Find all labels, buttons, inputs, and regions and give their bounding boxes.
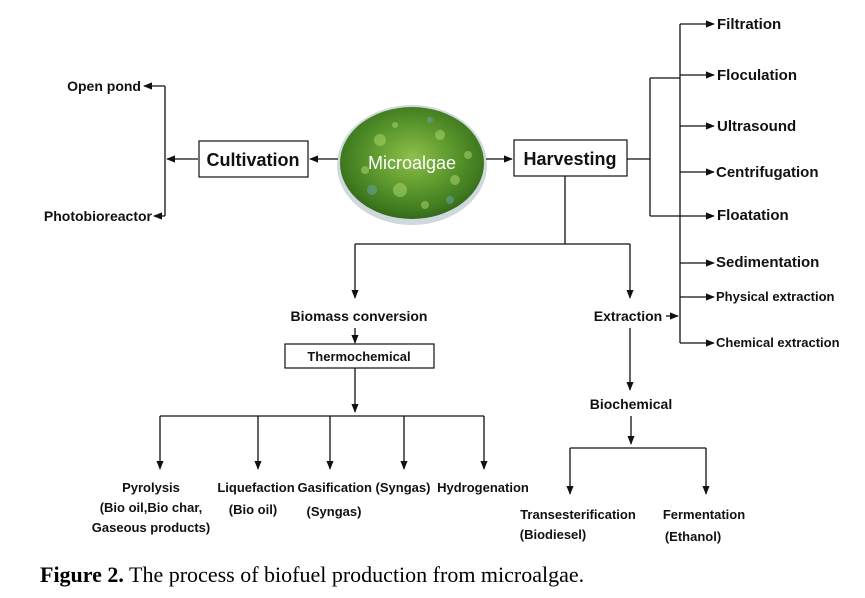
figure-caption: Figure 2. The process of biofuel product… (40, 562, 584, 587)
hydrogenation-label: Hydrogenation (437, 480, 529, 495)
open-pond-label: Open pond (67, 78, 141, 94)
harvesting-box (513, 139, 628, 177)
method-centrifugation: Centrifugation (716, 164, 819, 181)
method-chemical-extraction: Chemical extraction (716, 335, 840, 350)
fermentation-detail: (Ethanol) (665, 529, 721, 544)
gasification-detail: (Syngas) (307, 504, 362, 519)
method-sedimentation: Sedimentation (716, 254, 819, 271)
pyrolysis-detail-2: Gaseous products) (92, 520, 210, 535)
pyrolysis-detail-1: (Bio oil,Bio char, (100, 500, 203, 515)
method-ultrasound: Ultrasound (717, 118, 796, 135)
biochemical-label: Biochemical (590, 396, 672, 412)
method-physical-extraction: Physical extraction (716, 289, 835, 304)
method-floculation: Floculation (717, 67, 797, 84)
caption-label: Figure 2. (40, 562, 124, 587)
cultivation-label: Cultivation (207, 150, 300, 170)
liquefaction-label: Liquefaction (217, 480, 294, 495)
biomass-conversion-label: Biomass conversion (291, 308, 428, 324)
thermochemical-label: Thermochemical (307, 349, 410, 364)
method-floatation: Floatation (717, 207, 789, 224)
gasification-label: Gasification (Syngas) (298, 480, 431, 495)
microalgae-node: Microalgae (337, 105, 487, 225)
pyrolysis-label: Pyrolysis (122, 480, 180, 495)
transesterification-detail: (Biodiesel) (520, 527, 586, 542)
method-filtration: Filtration (717, 16, 781, 33)
fermentation-label: Fermentation (663, 507, 745, 522)
photobioreactor-label: Photobioreactor (44, 208, 153, 224)
microalgae-image (340, 107, 484, 219)
thermochemical-box (284, 343, 435, 369)
microalgae-label: Microalgae (368, 153, 456, 173)
extraction-label: Extraction (594, 308, 662, 324)
transesterification-label: Transesterification (520, 507, 636, 522)
liquefaction-detail: (Bio oil) (229, 502, 277, 517)
caption-text: The process of biofuel production from m… (124, 562, 584, 587)
algae-texture (361, 122, 472, 209)
cultivation-box (198, 140, 309, 178)
harvesting-label: Harvesting (523, 149, 616, 169)
